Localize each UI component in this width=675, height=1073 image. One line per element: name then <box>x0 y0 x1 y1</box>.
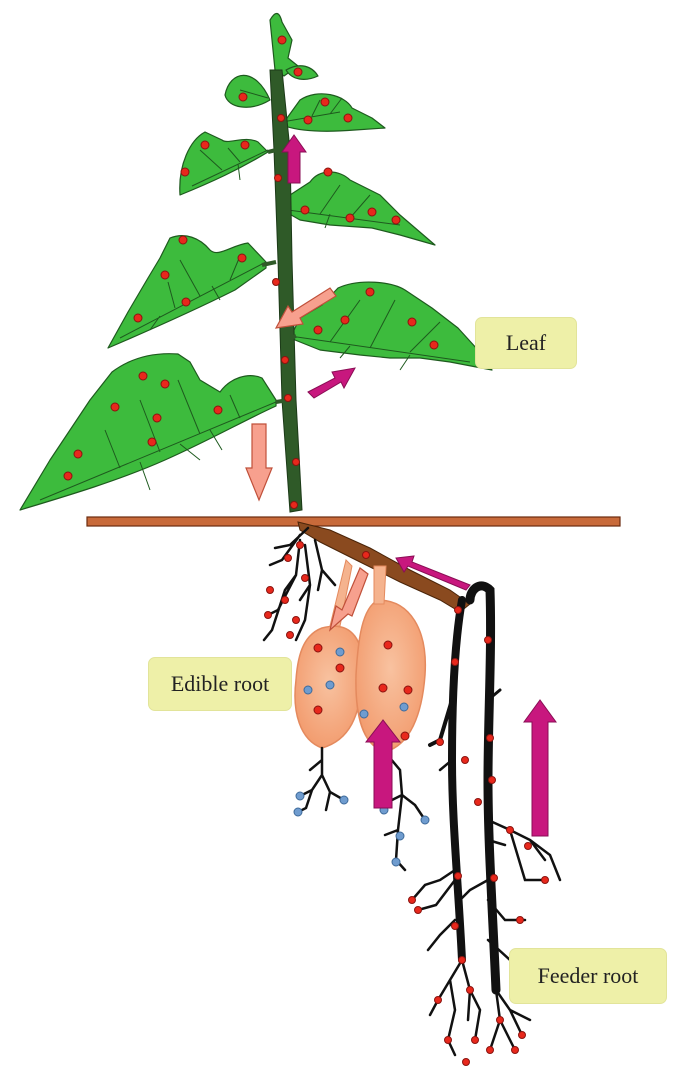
feeder-root-label: Feeder root <box>509 948 667 1004</box>
leaf-right-1 <box>282 94 385 131</box>
leaf-top-left <box>225 75 270 107</box>
leaf-label: Leaf <box>475 317 577 369</box>
stem <box>270 70 302 512</box>
feeder-roots <box>430 586 500 990</box>
arrow-down-stem <box>246 424 272 500</box>
arrow-up-feeder <box>524 700 556 836</box>
arrow-to-leaf <box>308 368 355 398</box>
edible-root-label: Edible root <box>148 657 292 711</box>
leaf-left-4 <box>108 236 266 348</box>
leaf-left-6 <box>20 354 276 510</box>
tuber-right-neck <box>374 566 386 604</box>
soil-line <box>87 517 620 526</box>
